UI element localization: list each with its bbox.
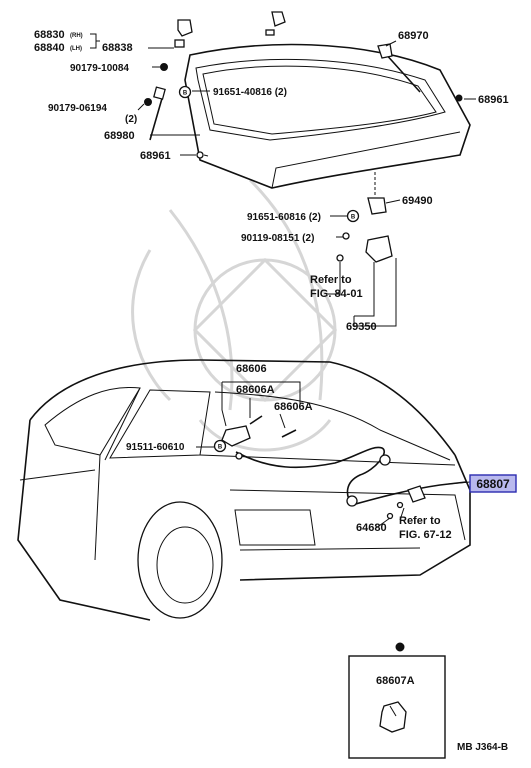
inset-box	[348, 655, 446, 759]
label-68807[interactable]: 68807	[476, 477, 510, 491]
label-68606: 68606	[236, 363, 267, 375]
label-91651-60816: 91651-60816 (2)	[247, 212, 321, 223]
refer-84-line2: FIG. 84-01	[310, 288, 363, 300]
highlighted-part-68807[interactable]: 68807	[469, 474, 517, 493]
hinge-bracket-icon	[174, 11, 286, 48]
leader-lines-top	[90, 33, 476, 327]
refer-67-line1: Refer to	[399, 515, 441, 527]
marker-b-lock-text: B	[351, 215, 356, 221]
bolt-icon	[144, 63, 463, 652]
gas-strut-icon	[149, 43, 421, 141]
label-68838: 68838	[102, 42, 133, 54]
label-68970: 68970	[398, 30, 429, 42]
labels-layer: 68830 (RH) 68840 (LH) 68838 90179-10084 …	[34, 29, 509, 753]
refer-84-line1: Refer to	[310, 274, 352, 286]
lock-latch-icon	[336, 172, 393, 263]
label-69490: 69490	[402, 195, 433, 207]
label-68607A: 68607A	[376, 675, 415, 687]
marker-b-upper: B	[178, 85, 192, 99]
marker-b-body-text: B	[218, 445, 223, 451]
label-90179-06194: 90179-06194	[48, 103, 107, 114]
marker-b-body: B	[213, 439, 227, 453]
label-68830: 68830	[34, 29, 65, 41]
label-90179-06194-qty: (2)	[125, 114, 137, 125]
label-91511-60610: 91511-60610	[126, 442, 185, 453]
label-64680: 64680	[356, 522, 387, 534]
label-68961-right: 68961	[478, 94, 509, 106]
label-91651-40816: 91651-40816 (2)	[213, 87, 287, 98]
label-68840-side: (LH)	[70, 46, 82, 52]
back-door-panel	[184, 43, 471, 189]
car-body-icon	[17, 359, 471, 621]
refer-67-line2: FIG. 67-12	[399, 529, 452, 541]
label-68961-left: 68961	[140, 150, 171, 162]
label-68830-side: (RH)	[70, 33, 83, 39]
marker-b-lock: B	[346, 209, 360, 223]
label-90179-10084: 90179-10084	[70, 63, 129, 74]
label-68606A-2: 68606A	[274, 401, 313, 413]
label-68606A-1: 68606A	[236, 384, 275, 396]
label-68840: 68840	[34, 42, 65, 54]
opener-cable	[221, 415, 467, 520]
watermark-logo	[131, 178, 338, 452]
clip-icon	[196, 151, 209, 159]
leader-lines-body	[196, 381, 471, 529]
marker-b-upper-text: B	[183, 91, 188, 97]
label-68980: 68980	[104, 130, 135, 142]
label-69350: 69350	[346, 321, 377, 333]
figure-code: MB J364-B	[457, 742, 508, 753]
label-90119-08151: 90119-08151 (2)	[241, 233, 314, 244]
